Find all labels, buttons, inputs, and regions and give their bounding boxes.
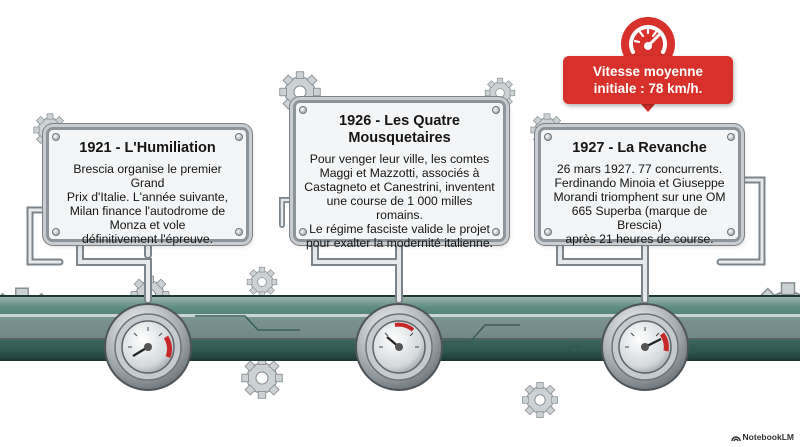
- bolt-icon: [52, 133, 60, 141]
- event-card-1927: 1927 - La Revanche 26 mars 1927. 77 conc…: [538, 127, 741, 246]
- gauge-1926: [355, 303, 443, 391]
- gauge-1921: [104, 303, 192, 391]
- event-description: Pour venger leur ville, les comtes Maggi…: [304, 152, 495, 250]
- notebooklm-logo: [730, 435, 741, 441]
- event-description: Brescia organise le premier Grand Prix d…: [66, 162, 229, 246]
- speed-callout: Vitesse moyenne initiale : 78 km/h.: [563, 56, 733, 104]
- bolt-icon: [299, 106, 307, 114]
- bolt-icon: [52, 228, 60, 236]
- bolt-icon: [492, 228, 500, 236]
- bolt-icon: [727, 228, 735, 236]
- connector-pipes: [26, 176, 766, 304]
- event-title: 1926 - Les Quatre Mousquetaires: [339, 113, 460, 146]
- bolt-icon: [235, 228, 243, 236]
- bolt-icon: [492, 106, 500, 114]
- event-card-1926: 1926 - Les Quatre Mousquetaires Pour ven…: [293, 100, 506, 250]
- bolt-icon: [544, 228, 552, 236]
- brand-footer: NotebookLM: [730, 432, 794, 442]
- event-title: 1921 - L'Humiliation: [79, 140, 216, 156]
- event-card-1921: 1921 - L'Humiliation Brescia organise le…: [46, 127, 249, 246]
- bolt-icon: [299, 228, 307, 236]
- bolt-icon: [727, 133, 735, 141]
- bolt-icon: [544, 133, 552, 141]
- event-title: 1927 - La Revanche: [572, 140, 707, 156]
- event-description: 26 mars 1927. 77 concurrents. Ferdinando…: [553, 162, 726, 246]
- gauge-1927: [601, 303, 689, 391]
- brand-label: NotebookLM: [742, 432, 794, 442]
- bolt-icon: [235, 133, 243, 141]
- callout-pointer: [640, 103, 656, 112]
